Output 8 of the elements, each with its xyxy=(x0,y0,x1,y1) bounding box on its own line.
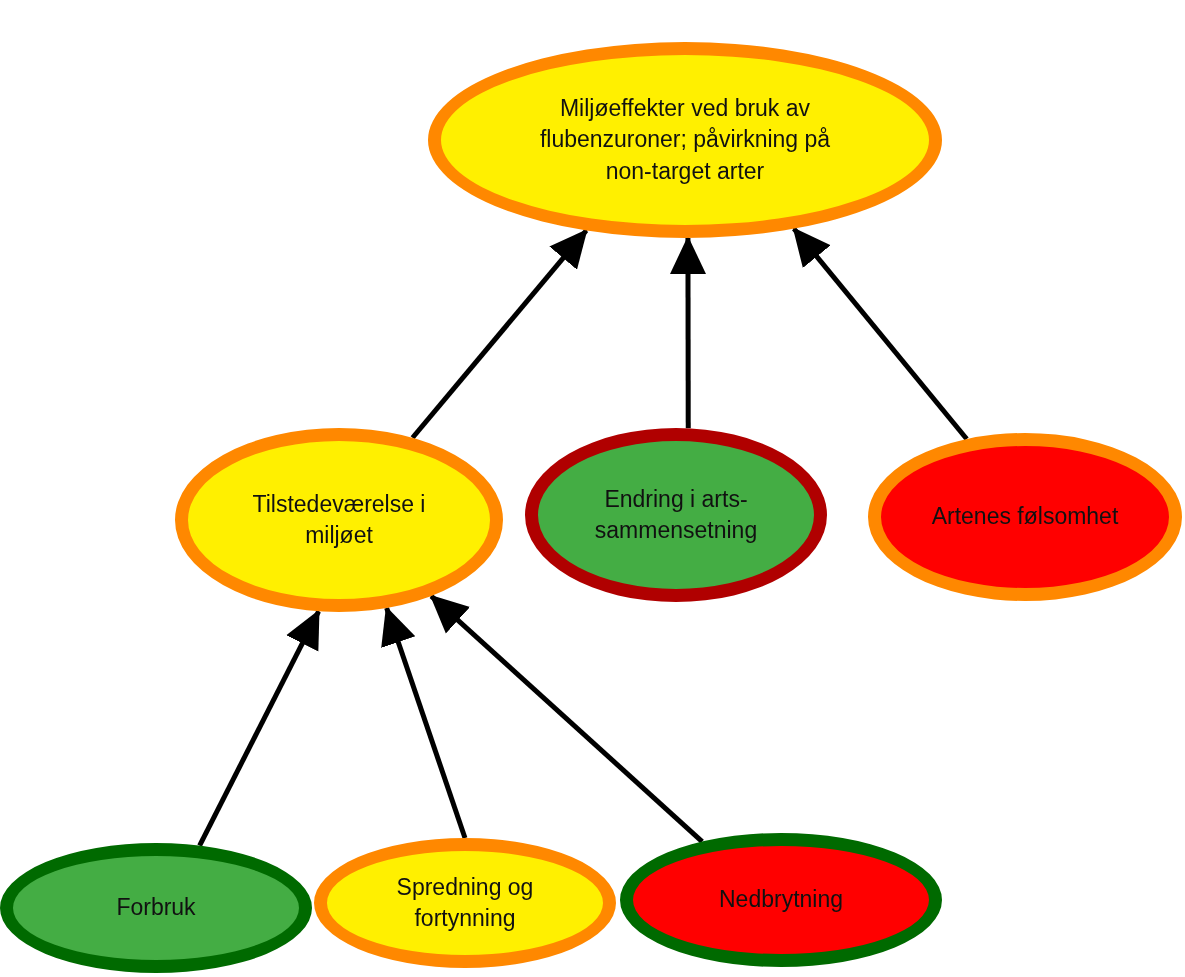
node-label: Forbruk xyxy=(116,893,196,923)
node-label: Nedbrytning xyxy=(719,885,843,915)
node-label: Tilstedeværelse i miljøet xyxy=(251,489,427,550)
node-label: Miljøeffekter ved bruk av flubenzuroner; påvirkning på non-target arter xyxy=(538,94,832,186)
node-label: Artenes følsomhet xyxy=(931,502,1119,532)
node-label: Spredning og fortynning xyxy=(395,872,535,933)
arrow xyxy=(670,236,706,429)
node-label: Endring i arts- sammensetning xyxy=(593,484,759,545)
